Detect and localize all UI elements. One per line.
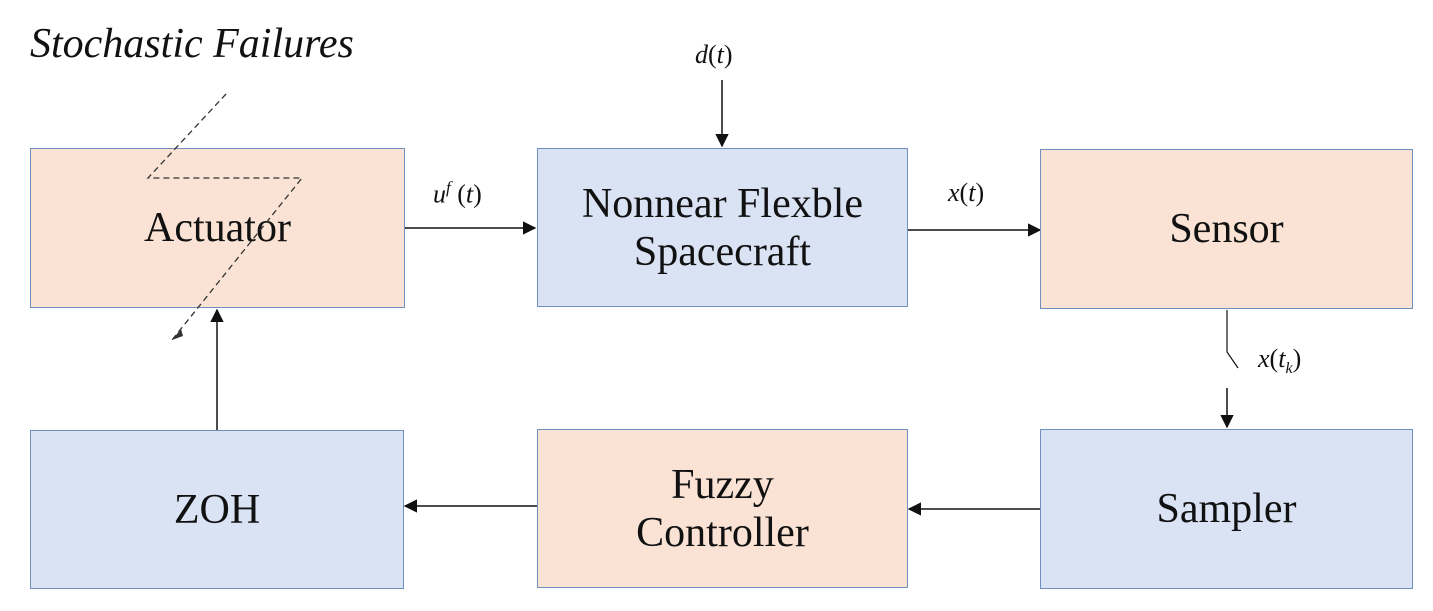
sensor-label: Sensor	[1169, 206, 1284, 252]
zoh-block: ZOH	[30, 430, 404, 589]
actuator-block: Actuator	[30, 148, 405, 308]
zoh-label: ZOH	[173, 486, 261, 533]
sampler-label: Sampler	[1156, 486, 1297, 532]
sensor-block: Sensor	[1040, 149, 1413, 309]
sampling-switch-line	[1226, 310, 1239, 369]
stochastic-failures-title: Stochastic Failures	[30, 21, 354, 67]
plant-block: Nonnear Flexble Spacecraft	[537, 148, 908, 307]
plant-label-line2: Spacecraft	[633, 228, 812, 275]
controller-label-line2: Controller	[636, 509, 809, 556]
sampled-state-label: x(tk)	[1258, 344, 1302, 378]
actuator-label: Actuator	[144, 205, 291, 251]
controller-label-line1: Fuzzy	[671, 461, 774, 508]
plant-label-line1: Nonnear Flexble	[581, 180, 864, 227]
disturbance-label: d(t)	[695, 40, 733, 69]
control-signal-label: uf (t)	[433, 178, 482, 209]
state-label: x(t)	[948, 178, 985, 207]
sampler-block: Sampler	[1040, 429, 1413, 589]
fuzzy-controller-block: Fuzzy Controller	[537, 429, 908, 588]
